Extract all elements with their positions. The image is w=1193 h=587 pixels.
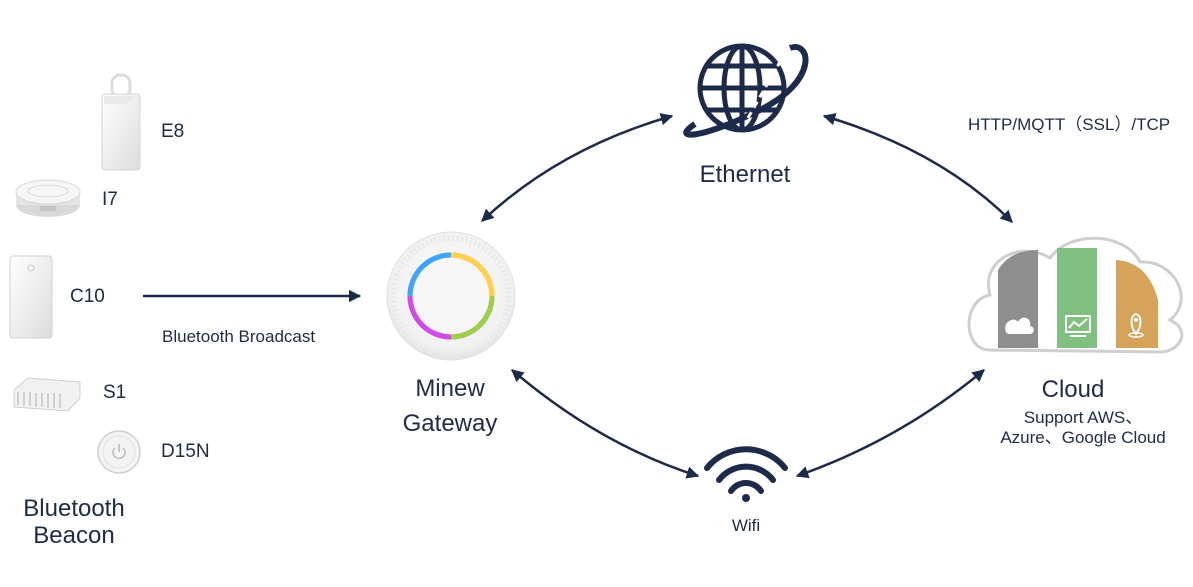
device-label-e8: E8	[161, 121, 185, 142]
gateway-label: Minew Gateway	[402, 375, 498, 437]
ethernet-cloud-arrow	[822, 113, 1013, 223]
beacon-group-label: Bluetooth Beacon	[23, 495, 125, 549]
sensor-beacon-icon	[13, 377, 81, 412]
puck-beacon-icon	[15, 179, 81, 217]
cloud-support-label: Support AWS、 Azure、Google Cloud	[1000, 408, 1166, 447]
device-label-i7: I7	[102, 189, 118, 210]
wifi-label: Wifi	[731, 516, 761, 535]
device-label-s1: S1	[103, 382, 127, 403]
wifi-cloud-arrow	[795, 369, 985, 479]
globe-icon	[683, 43, 809, 138]
wifi-icon	[704, 446, 788, 502]
card-beacon-icon	[9, 255, 53, 339]
gateway-device-icon	[386, 231, 516, 361]
protocol-label: HTTP/MQTT（SSL）/TCP	[968, 115, 1171, 134]
gateway-ethernet-arrow	[481, 113, 674, 222]
button-beacon-icon	[97, 430, 141, 474]
cloud-platform-icon	[967, 236, 1184, 354]
ethernet-label: Ethernet	[699, 161, 791, 188]
broadcast-label: Bluetooth Broadcast	[162, 327, 316, 346]
device-label-c10: C10	[70, 286, 105, 307]
device-label-d15n: D15N	[161, 441, 210, 462]
gateway-wifi-arrow	[511, 369, 700, 479]
tag-beacon-icon	[101, 73, 141, 171]
cloud-label: Cloud	[1041, 376, 1105, 403]
